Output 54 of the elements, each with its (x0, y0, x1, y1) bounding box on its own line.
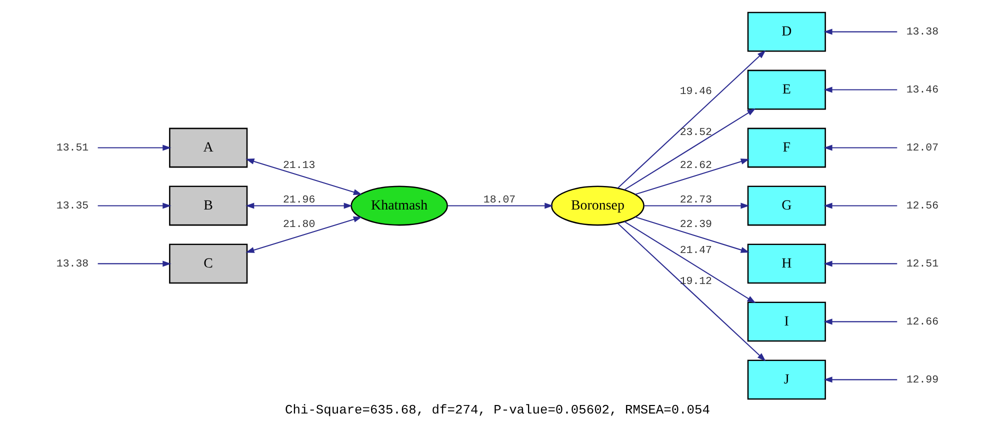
edge-label: 19.12 (680, 276, 712, 288)
caption: Chi-Square=635.68, df=274, P-value=0.05602, RMSEA=0.054 (285, 402, 710, 418)
node-box: D (747, 12, 826, 52)
arrow (824, 86, 898, 93)
edge-label: 18.07 (483, 194, 516, 207)
node-box: J (747, 360, 826, 400)
edge-label: 12.56 (906, 200, 939, 212)
arrow (644, 202, 750, 209)
arrow (824, 376, 898, 383)
edge-label: 13.35 (56, 200, 89, 212)
edge-label: 19.46 (680, 86, 712, 98)
edge-label: 22.39 (680, 219, 712, 232)
node-box: I (747, 302, 826, 342)
edge-label: 21.96 (282, 194, 316, 207)
edge-label: 23.52 (680, 126, 712, 139)
node-ellipse: Boronsep (551, 186, 644, 226)
arrow (824, 144, 898, 151)
arrow (98, 202, 172, 209)
arrow (824, 318, 898, 325)
node-box: B (169, 186, 248, 226)
edge-label: 12.51 (906, 258, 939, 270)
edge-label: 12.07 (906, 142, 939, 154)
edge-label: 12.99 (906, 374, 939, 386)
edge-label: 13.38 (906, 26, 939, 38)
edge-label: 13.51 (56, 142, 89, 154)
arrow (824, 260, 898, 267)
arrow (635, 216, 750, 253)
edge-label: 13.38 (56, 258, 89, 270)
arrow (824, 28, 898, 35)
edge-label: 21.80 (282, 219, 316, 232)
edge-label: 13.46 (906, 84, 939, 96)
node-box: G (747, 186, 826, 226)
edge-label: 22.73 (680, 194, 712, 207)
node-box: H (747, 244, 826, 284)
arrow (246, 202, 352, 209)
arrow (246, 158, 362, 195)
arrow (448, 202, 554, 209)
edge-label: 12.66 (906, 316, 939, 328)
arrow (617, 222, 766, 362)
arrow (624, 221, 756, 304)
edge-label: 21.47 (680, 244, 712, 257)
edge-label: 22.62 (680, 160, 712, 172)
arrow (246, 216, 362, 253)
arrow (624, 108, 756, 190)
arrow (824, 202, 898, 209)
node-box: F (747, 128, 826, 168)
node-box: C (169, 244, 248, 284)
arrow (98, 260, 172, 267)
arrow (635, 158, 750, 195)
arrow (617, 50, 766, 188)
edge-label: 21.13 (282, 160, 316, 172)
arrow (98, 144, 172, 151)
node-box: E (747, 70, 826, 110)
node-box: A (169, 128, 248, 168)
